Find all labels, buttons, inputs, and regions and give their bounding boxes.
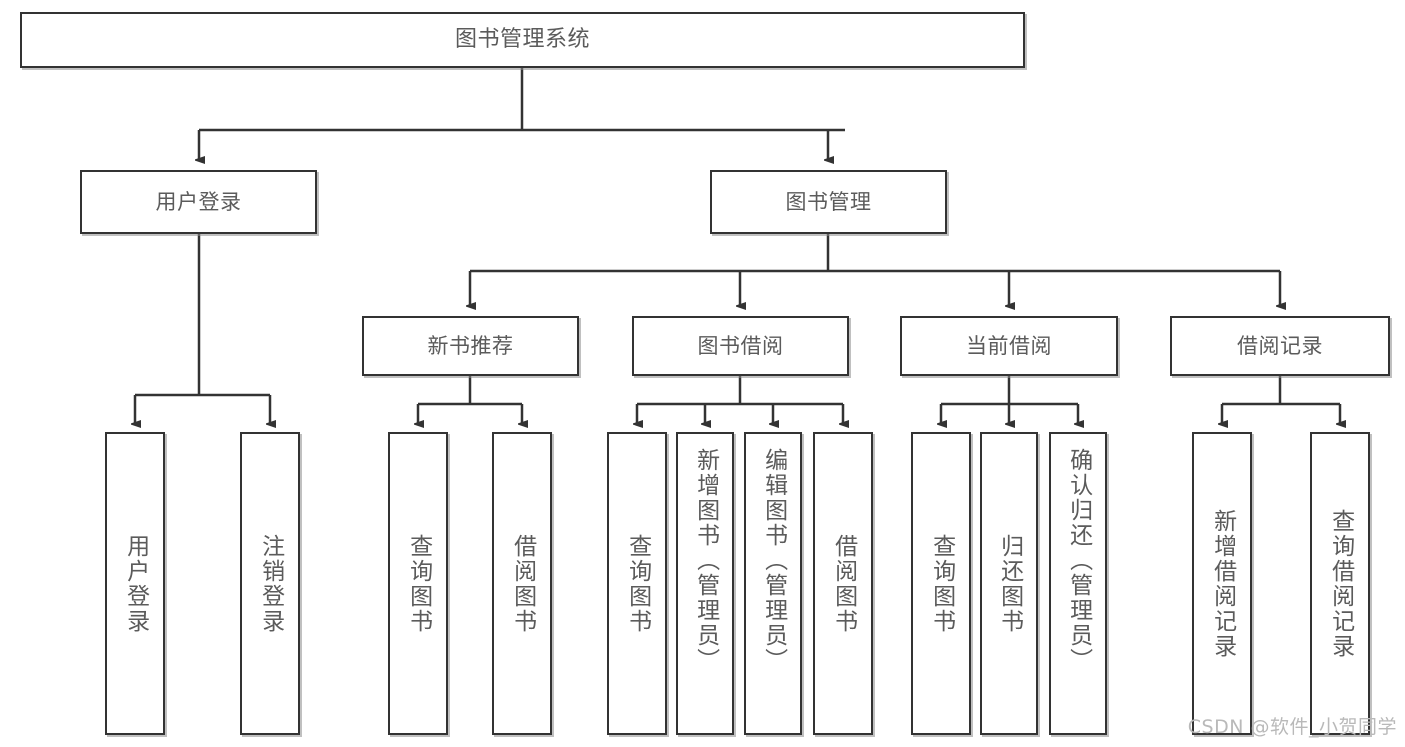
node-label: 查询图书 <box>624 533 651 634</box>
node-borrow-record[interactable]: 借阅记录 <box>1170 316 1390 376</box>
node-label: 新增图书（管理员） <box>692 448 719 673</box>
node-label: 归还图书 <box>996 533 1023 634</box>
leaf-edit-book-admin[interactable]: 编辑图书（管理员） <box>744 432 802 735</box>
leaf-query-book-borrow[interactable]: 查询图书 <box>607 432 667 735</box>
node-label: 图书借阅 <box>697 333 784 358</box>
node-label: 注销登录 <box>257 533 284 634</box>
node-label: 查询图书 <box>928 533 955 634</box>
leaf-user-logout[interactable]: 注销登录 <box>240 432 300 735</box>
leaf-add-borrow-record[interactable]: 新增借阅记录 <box>1192 432 1252 735</box>
node-label: 新增借阅记录 <box>1209 508 1236 659</box>
node-label: 当前借阅 <box>966 333 1052 358</box>
leaf-query-book-recommend[interactable]: 查询图书 <box>388 432 448 735</box>
leaf-return-book[interactable]: 归还图书 <box>980 432 1038 735</box>
node-current-borrow[interactable]: 当前借阅 <box>900 316 1118 376</box>
node-label: 确认归还（管理员） <box>1065 448 1092 673</box>
node-label: 用户登录 <box>122 533 149 634</box>
leaf-borrow-book-borrow[interactable]: 借阅图书 <box>813 432 873 735</box>
leaf-query-borrow-record[interactable]: 查询借阅记录 <box>1310 432 1370 735</box>
node-root-system[interactable]: 图书管理系统 <box>20 12 1025 68</box>
node-label: 查询图书 <box>405 533 432 634</box>
node-label: 借阅图书 <box>830 533 857 634</box>
leaf-query-book-current[interactable]: 查询图书 <box>911 432 971 735</box>
node-user-login[interactable]: 用户登录 <box>80 170 317 234</box>
csdn-watermark: CSDN @软件_小贺同学 <box>1187 716 1397 738</box>
node-book-borrow[interactable]: 图书借阅 <box>632 316 849 376</box>
node-label: 查询借阅记录 <box>1327 508 1354 659</box>
leaf-confirm-return-admin[interactable]: 确认归还（管理员） <box>1049 432 1107 735</box>
leaf-user-login[interactable]: 用户登录 <box>105 432 165 735</box>
node-label: 用户登录 <box>155 189 242 214</box>
node-label: 借阅图书 <box>509 533 536 634</box>
node-label: 编辑图书（管理员） <box>760 448 787 673</box>
node-label: 图书管理系统 <box>454 27 590 53</box>
node-label: 借阅记录 <box>1237 333 1323 358</box>
node-label: 图书管理 <box>785 189 872 214</box>
node-new-book-recommend[interactable]: 新书推荐 <box>362 316 579 376</box>
node-label: 新书推荐 <box>427 333 514 358</box>
leaf-add-book-admin[interactable]: 新增图书（管理员） <box>676 432 734 735</box>
node-book-management[interactable]: 图书管理 <box>710 170 947 234</box>
leaf-borrow-book-recommend[interactable]: 借阅图书 <box>492 432 552 735</box>
